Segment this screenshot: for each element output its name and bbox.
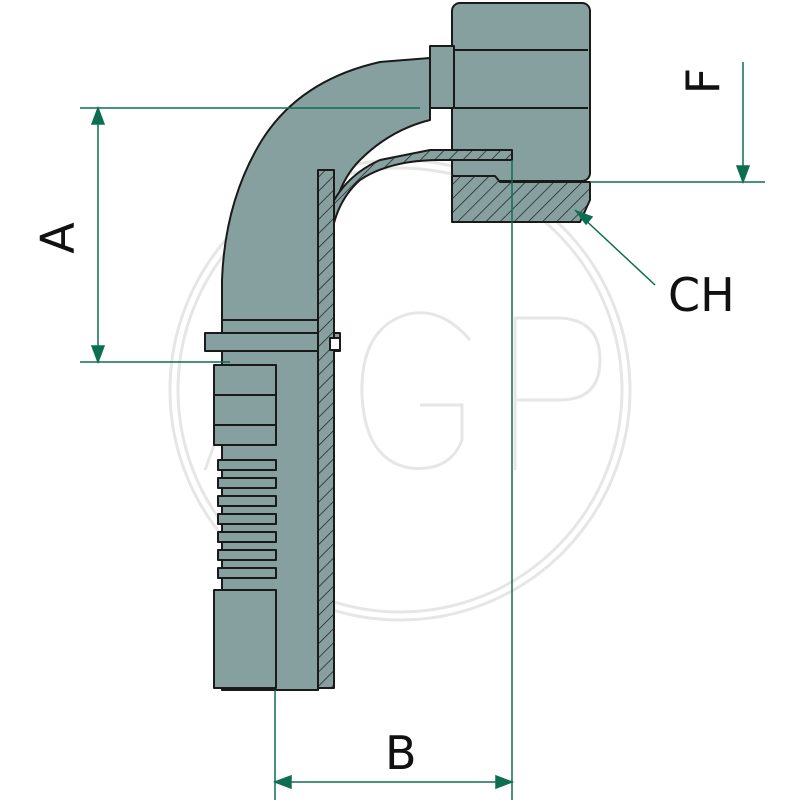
- nut-section: [451, 175, 591, 223]
- dimension-label-ch: CH: [668, 268, 735, 322]
- seal-groove: [329, 337, 341, 351]
- dimension-label-b: B: [385, 726, 417, 780]
- stem-wall-section: [317, 169, 335, 689]
- collar: [429, 45, 455, 109]
- bore-section: [317, 149, 513, 681]
- dimension-label-f: F: [676, 67, 731, 95]
- tail-upper: [213, 364, 277, 446]
- barb-rings: [217, 459, 277, 579]
- dimension-lines: [80, 62, 765, 800]
- dimension-label-a: A: [30, 222, 85, 254]
- elbow-fitting: [204, 2, 591, 691]
- tail-end: [213, 589, 277, 689]
